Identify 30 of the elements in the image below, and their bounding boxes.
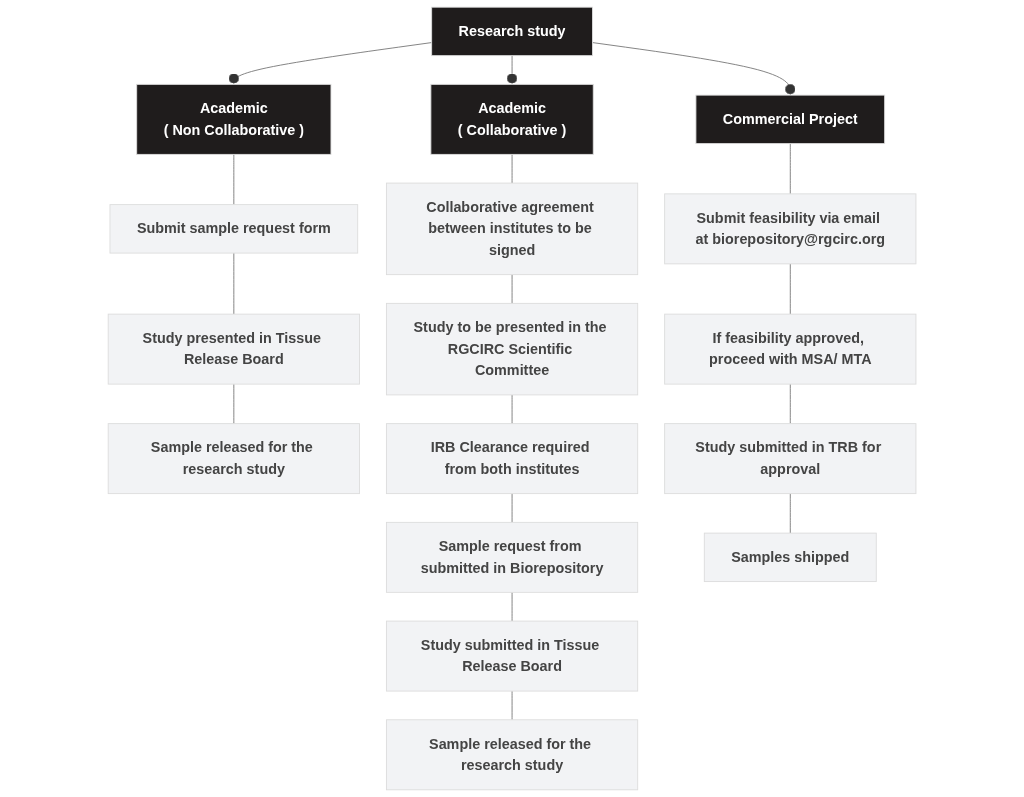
connector: [789, 383, 791, 425]
connector: [511, 274, 513, 304]
node-box: IRB Clearance required from both institutes: [385, 423, 639, 495]
node-box: Submit sample request form: [109, 204, 359, 254]
node-box: Submit feasibility via email at biorepository@rgcirc.org: [664, 193, 917, 265]
connector: [511, 690, 513, 721]
node-box: Study submitted in Tissue Release Board: [385, 620, 639, 692]
connector: [789, 143, 791, 195]
node-box: Study to be presented in the RGCIRC Scientific Committee: [385, 302, 639, 396]
node-box: Collaborative agreement between institutes to be signed: [385, 182, 639, 276]
node-box: Study presented in Tissue Release Board: [107, 313, 360, 385]
connector: [789, 263, 791, 315]
connector: [511, 591, 513, 622]
connector: [511, 153, 513, 184]
node-box: Academic ( Collaborative ): [430, 83, 594, 155]
node-box: Research study: [431, 6, 593, 57]
connector: [511, 394, 513, 425]
node-box: Sample released for the research study: [107, 423, 360, 495]
node-box: Sample released for the research study: [385, 719, 639, 791]
node-box: Study submitted in TRB for approval: [664, 423, 917, 495]
node-box: Commercial Project: [695, 94, 886, 145]
connector: [233, 153, 235, 206]
node-box: If feasibility approved, proceed with MSA/ MTA: [664, 313, 917, 385]
connector: [233, 383, 235, 425]
node-box: Samples shipped: [703, 532, 877, 583]
connector: [233, 252, 235, 315]
connector: [511, 493, 513, 523]
node-box: Academic ( Non Collaborative ): [136, 83, 332, 155]
node-box: Sample request from submitted in Biorepository: [385, 521, 639, 593]
connector: [789, 493, 791, 534]
